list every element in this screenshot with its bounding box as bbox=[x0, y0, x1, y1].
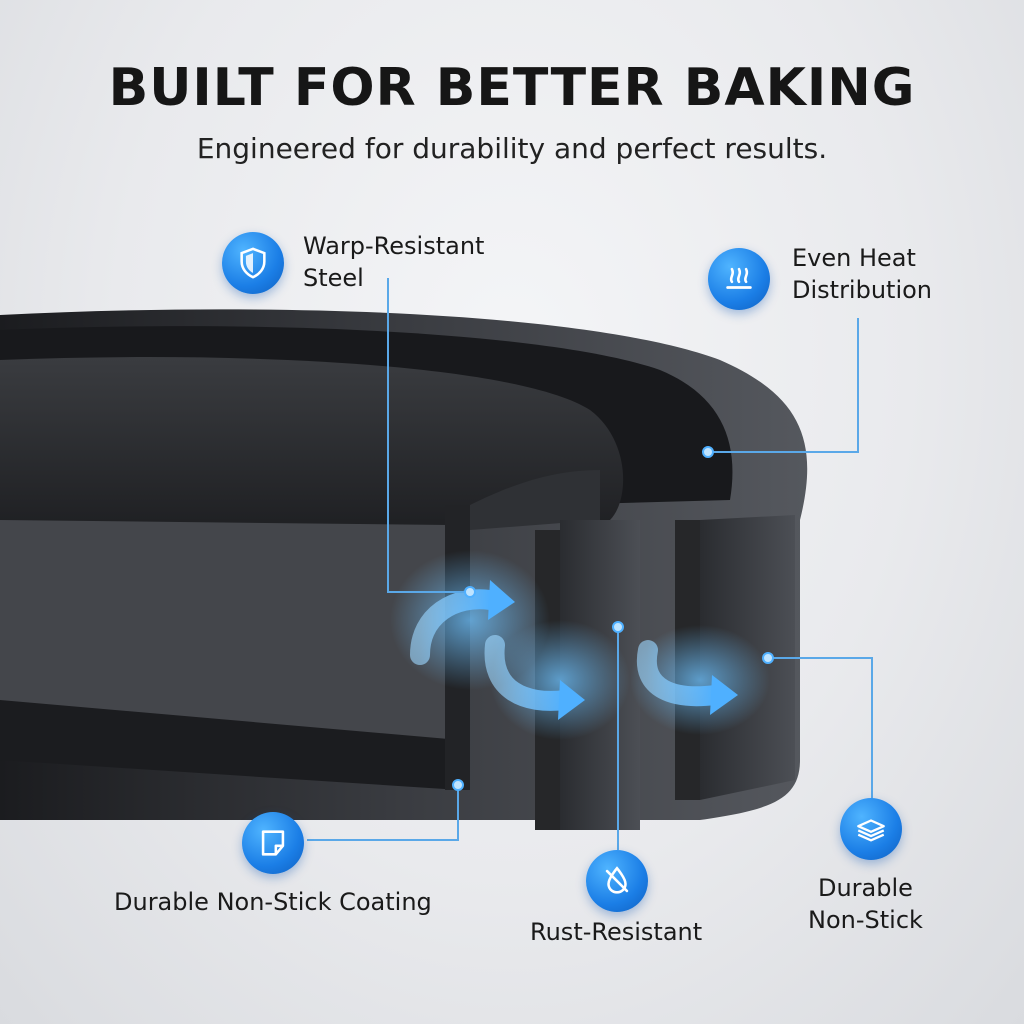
heat-arrow-3 bbox=[636, 640, 738, 715]
feature-coating-label: Durable Non-Stick Coating bbox=[114, 888, 432, 916]
page-subtitle: Engineered for durability and perfect re… bbox=[196, 132, 828, 165]
leader-line-nonstick bbox=[768, 657, 873, 800]
feature-warp-label: Warp-Resistant Steel bbox=[303, 230, 484, 294]
heat-arrow-2 bbox=[484, 635, 585, 720]
leader-line-warp bbox=[387, 278, 470, 593]
leader-dot bbox=[612, 621, 624, 633]
sticky-note-icon bbox=[242, 812, 304, 874]
feature-rust-label: Rust-Resistant bbox=[530, 918, 703, 946]
feature-nonstick-label: Durable Non-Stick bbox=[808, 872, 923, 936]
pan-interior bbox=[0, 357, 624, 790]
layers-icon bbox=[840, 798, 902, 860]
heat-waves-icon bbox=[708, 248, 770, 310]
no-drop-icon bbox=[586, 850, 648, 912]
leader-line-heat bbox=[708, 318, 859, 453]
leader-dot bbox=[762, 652, 774, 664]
leader-dot bbox=[452, 779, 464, 791]
feature-heat-line2: Distribution bbox=[792, 276, 933, 304]
heat-arrow-1 bbox=[410, 580, 515, 665]
leader-line-coating bbox=[307, 785, 459, 841]
leader-dot bbox=[702, 446, 714, 458]
feature-warp-line1: Warp-Resistant bbox=[303, 232, 485, 260]
page-title: BUILT FOR BETTER BAKING bbox=[108, 58, 916, 118]
feature-warp-line2: Steel bbox=[303, 264, 364, 292]
leader-dot bbox=[464, 586, 476, 598]
heat-glow bbox=[630, 625, 770, 735]
feature-heat-label: Even Heat Distribution bbox=[792, 242, 932, 306]
feature-heat-line1: Even Heat bbox=[792, 244, 916, 272]
feature-nonstick-line1: Durable bbox=[817, 874, 913, 902]
shield-icon bbox=[222, 232, 284, 294]
feature-nonstick-line2: Non-Stick bbox=[808, 906, 923, 934]
